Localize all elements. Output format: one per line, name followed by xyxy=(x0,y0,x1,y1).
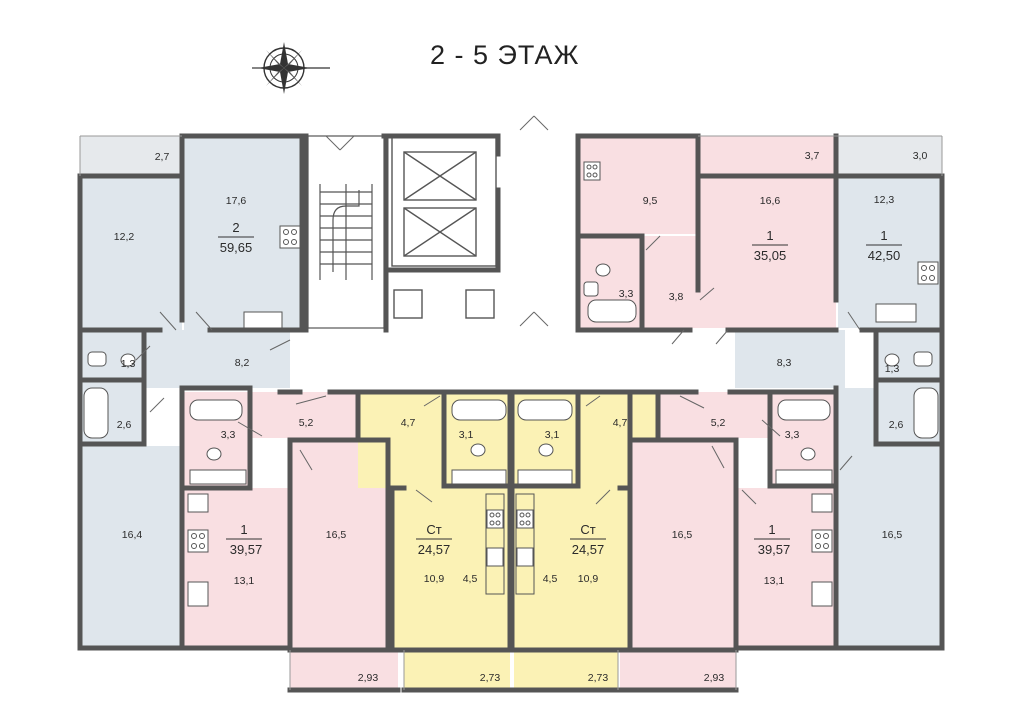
room-se-kitchen xyxy=(738,488,836,648)
label-stl-balcony: 2,73 xyxy=(480,672,501,684)
room-se-living-left xyxy=(632,440,736,648)
apt-type-sw: 1 xyxy=(240,522,247,537)
label-stl-kitchen: 4,5 xyxy=(463,573,478,585)
label-stl-bath: 3,1 xyxy=(459,429,474,441)
label-nw-bedroom: 12,2 xyxy=(114,231,135,243)
apt-total-se: 39,57 xyxy=(758,542,791,557)
label-sw-living: 16,5 xyxy=(326,529,347,541)
apt-total-n-center: 35,05 xyxy=(754,248,787,263)
label-ne-wc: 1,3 xyxy=(885,363,900,375)
label-n-balcony: 3,7 xyxy=(805,150,820,162)
apt-type-studio-right: Ст xyxy=(580,522,595,537)
door-swings xyxy=(135,115,861,505)
room-sw-balcony xyxy=(290,650,398,690)
label-sw-bath: 3,3 xyxy=(221,429,236,441)
room-se-hall xyxy=(660,392,770,438)
room-ne-balcony xyxy=(838,136,942,176)
label-sw-hall: 5,2 xyxy=(299,417,314,429)
label-str-balcony: 2,73 xyxy=(588,672,609,684)
label-n-living: 16,6 xyxy=(760,195,781,207)
room-sw-kitchen xyxy=(184,488,288,648)
apt-total-sw: 39,57 xyxy=(230,542,263,557)
label-ne-bath: 2,6 xyxy=(889,419,904,431)
apt-type-ne: 1 xyxy=(880,228,887,243)
room-area-labels: 2,7 12,2 17,6 1,3 8,2 2,6 16,4 9,5 3,3 3… xyxy=(114,150,928,684)
apt-total-studio-left: 24,57 xyxy=(418,542,451,557)
room-stl-balcony xyxy=(404,652,510,690)
label-str-kitchen: 4,5 xyxy=(543,573,558,585)
room-w-living xyxy=(80,446,182,648)
label-ne-balcony: 3,0 xyxy=(913,150,928,162)
room-n-hall xyxy=(642,236,700,328)
plumbing-fixtures xyxy=(83,161,939,607)
apt-total-ne: 42,50 xyxy=(868,248,901,263)
apartment-labels: 2 59,65 1 35,05 1 42,50 1 39,57 Ст 24,57… xyxy=(218,220,902,557)
apt-total-studio-right: 24,57 xyxy=(572,542,605,557)
apt-total-nw: 59,65 xyxy=(220,240,253,255)
room-se-balcony xyxy=(620,650,736,690)
label-se-living-left: 16,5 xyxy=(672,529,693,541)
room-sw-hall xyxy=(250,392,356,438)
label-se-kitchen: 13,1 xyxy=(764,575,785,587)
label-nw-balcony: 2,7 xyxy=(155,151,170,163)
label-stl-hall: 4,7 xyxy=(401,417,416,429)
balcony-outlines xyxy=(79,135,943,690)
label-nw-kitchen: 17,6 xyxy=(226,195,247,207)
label-e-living: 16,5 xyxy=(882,529,903,541)
label-str-bath: 3,1 xyxy=(545,429,560,441)
room-ne-kitchen xyxy=(838,178,942,328)
room-str-balcony xyxy=(514,652,618,690)
apt-type-studio-left: Ст xyxy=(426,522,441,537)
label-str-room: 10,9 xyxy=(578,573,599,585)
elevator-shafts xyxy=(391,135,497,319)
label-nw-bath: 2,6 xyxy=(117,419,132,431)
room-n-living xyxy=(700,178,836,328)
room-n-balcony xyxy=(700,136,836,176)
apt-type-nw: 2 xyxy=(232,220,239,235)
room-nw-bedroom xyxy=(80,178,182,330)
room-ne-hall xyxy=(735,330,845,388)
room-nw-balcony xyxy=(80,136,180,176)
label-n-hall: 3,8 xyxy=(669,291,684,303)
walls xyxy=(77,133,945,693)
label-se-balcony: 2,93 xyxy=(704,672,725,684)
stair-core xyxy=(307,135,385,329)
apt-type-se: 1 xyxy=(768,522,775,537)
compass-rose-icon xyxy=(252,42,330,94)
label-str-hall: 4,7 xyxy=(613,417,628,429)
label-sw-balcony: 2,93 xyxy=(358,672,379,684)
label-nw-hall: 8,2 xyxy=(235,357,250,369)
label-se-hall: 5,2 xyxy=(711,417,726,429)
label-stl-room: 10,9 xyxy=(424,573,445,585)
room-n-kitchen xyxy=(580,136,698,234)
label-nw-wc: 1,3 xyxy=(121,358,136,370)
label-sw-kitchen: 13,1 xyxy=(234,575,255,587)
label-n-bath: 3,3 xyxy=(619,288,634,300)
label-se-bath: 3,3 xyxy=(785,429,800,441)
label-ne-hall: 8,3 xyxy=(777,357,792,369)
label-w-living: 16,4 xyxy=(122,529,143,541)
label-n-kitchen: 9,5 xyxy=(643,195,658,207)
label-ne-kitchen: 12,3 xyxy=(874,194,895,206)
floor-title: 2 - 5 ЭТАЖ xyxy=(430,40,580,70)
apt-type-n-center: 1 xyxy=(766,228,773,243)
